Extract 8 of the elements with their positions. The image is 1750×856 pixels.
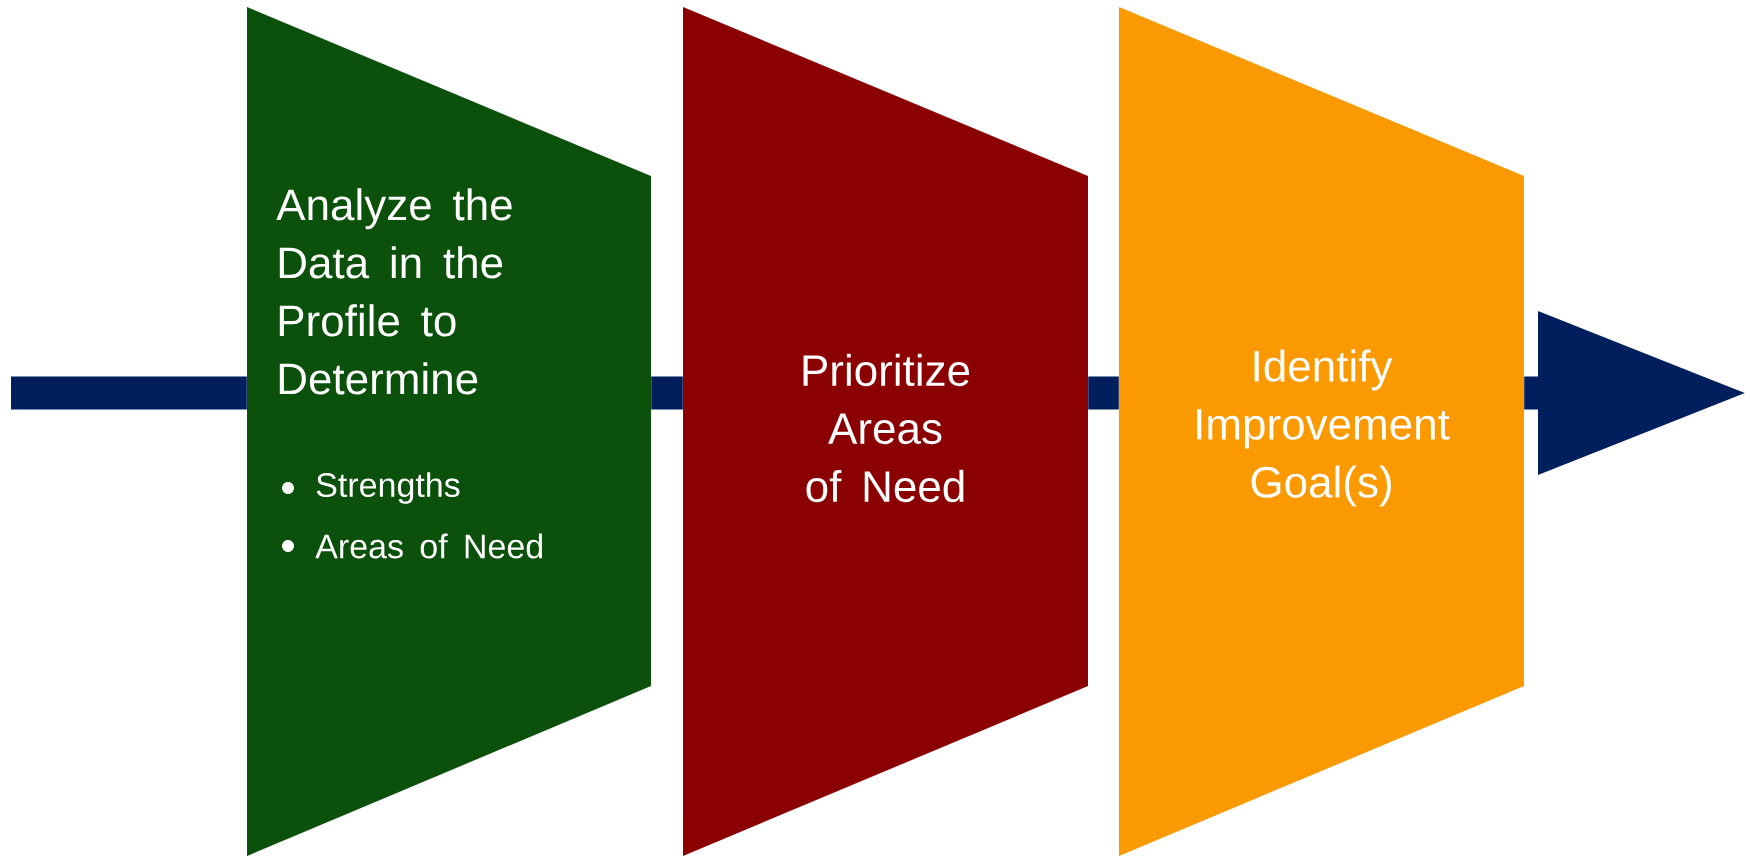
connector-bar xyxy=(651,376,683,410)
step-text: Analyze the Data in the Profile to Determine xyxy=(276,188,512,395)
bullet-text: Areas of Need xyxy=(315,533,542,559)
connector-bar xyxy=(1088,376,1119,410)
step-text: Prioritize Areas of Need xyxy=(803,353,970,503)
bullet-text: Strengths xyxy=(316,472,460,504)
connector-bar xyxy=(11,376,247,410)
step-text: Identify Improvement Goal(s) xyxy=(1197,349,1450,507)
